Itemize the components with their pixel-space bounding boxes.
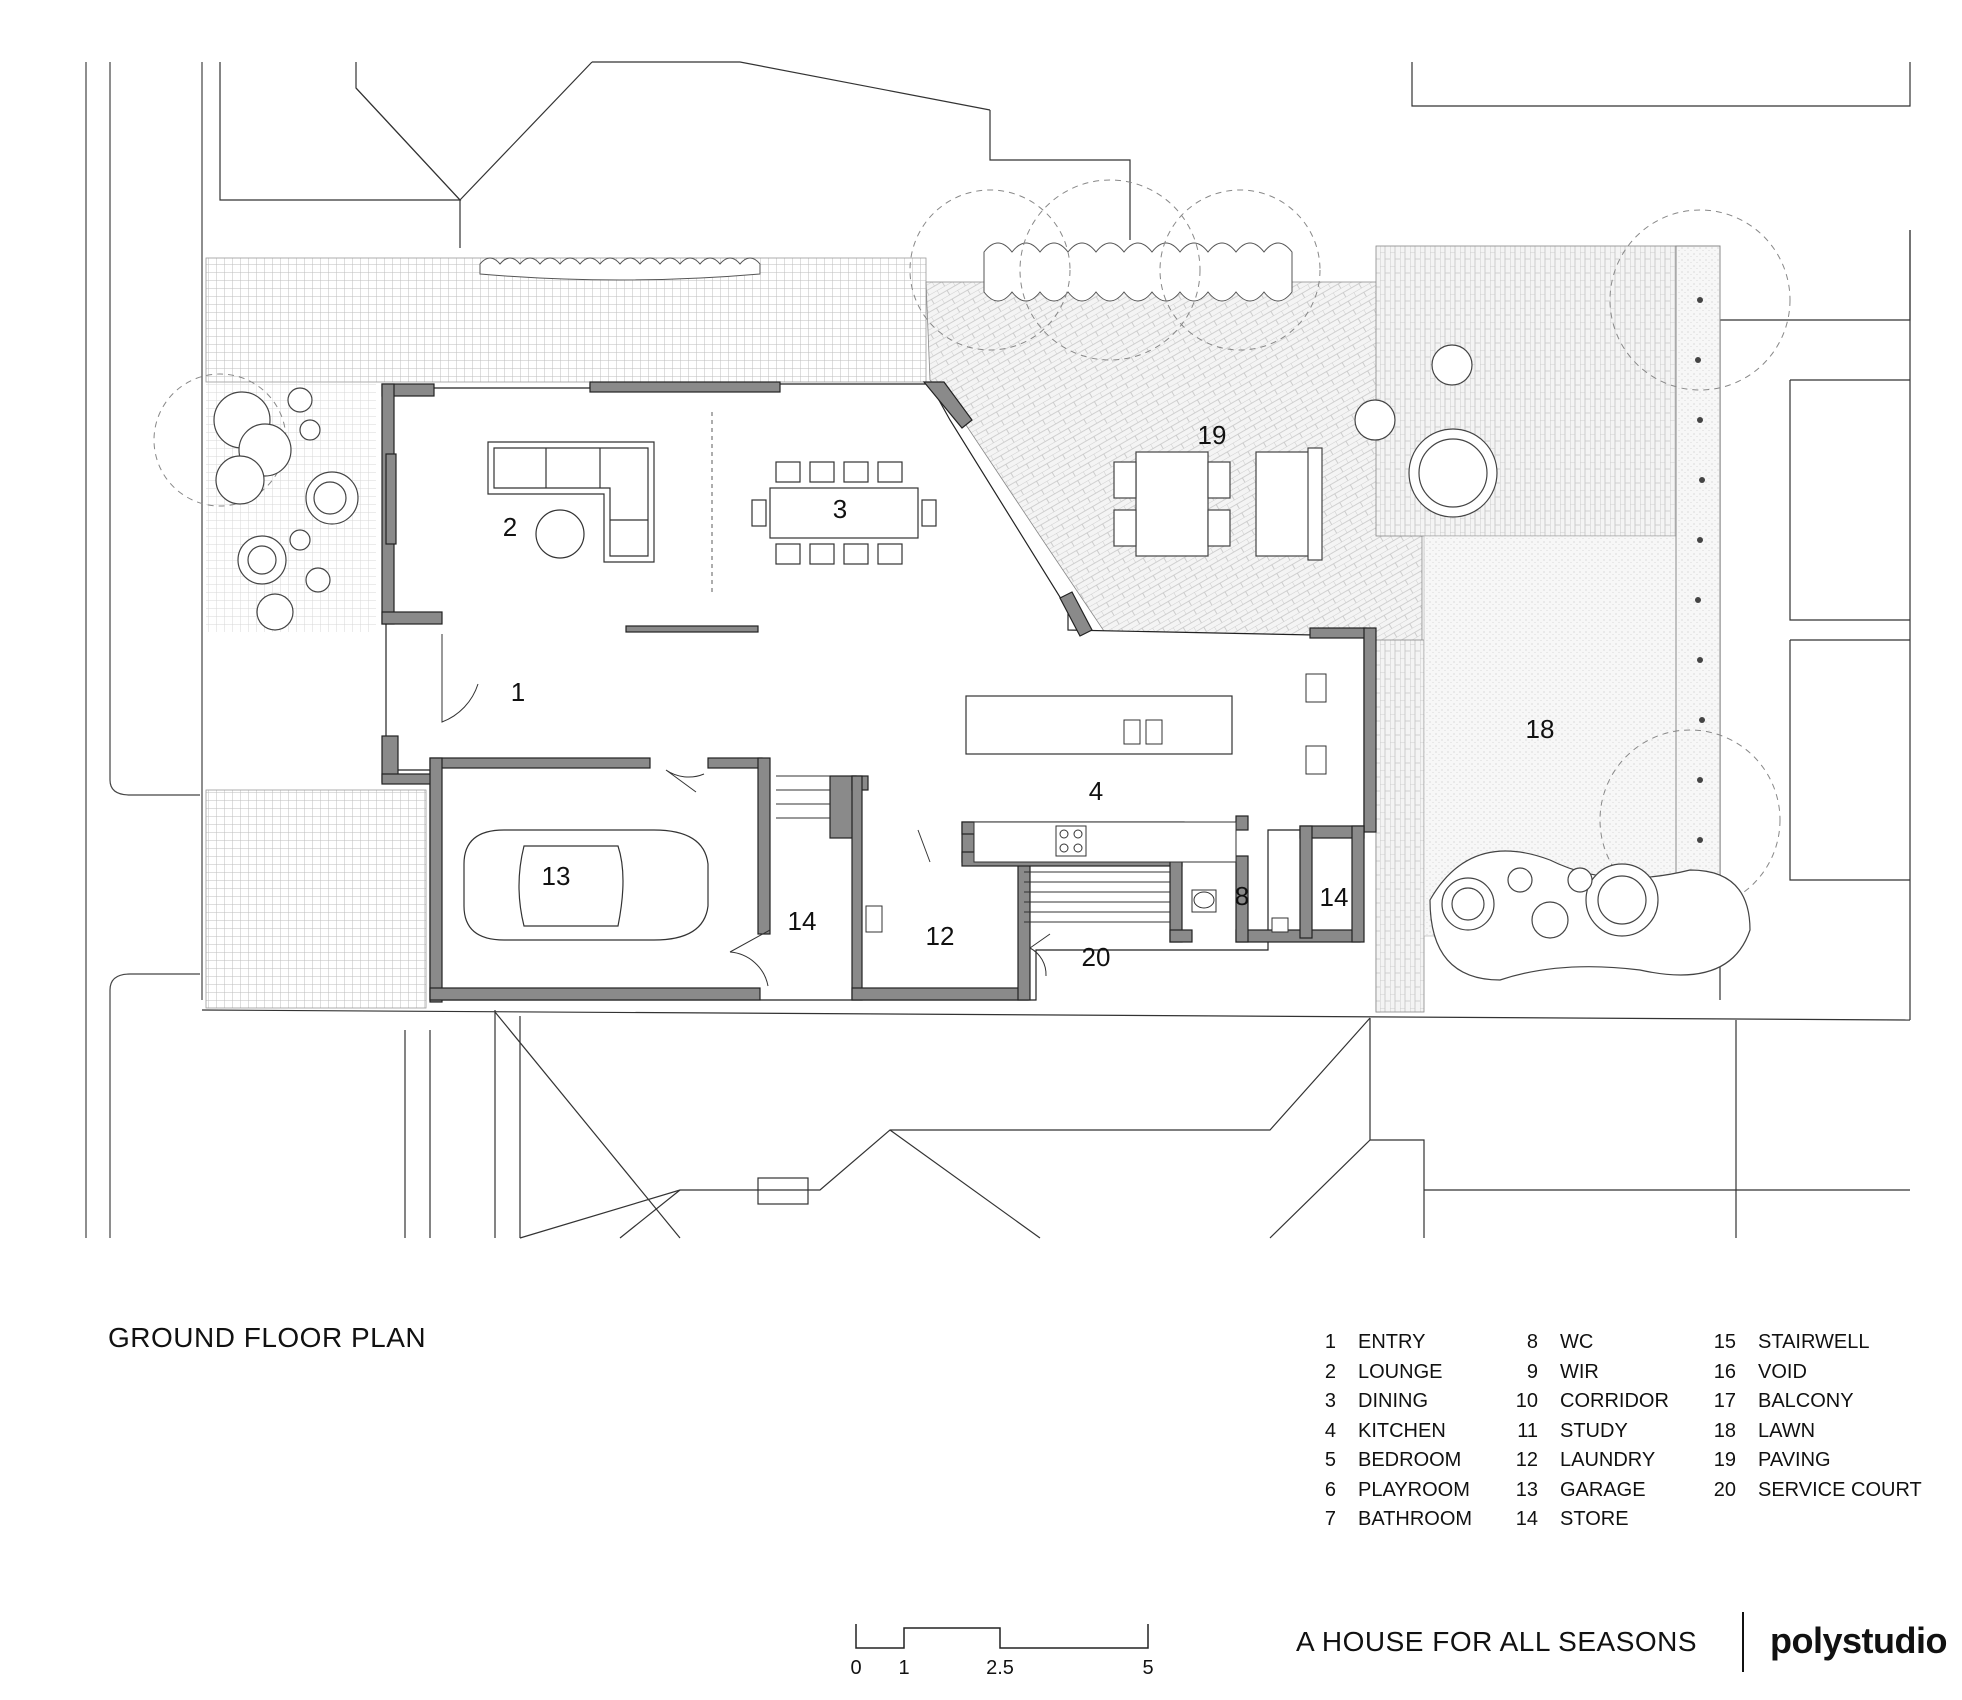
floor-plan-drawing: 1 2 3 4 8 12 13 14 14 18 19 20 (85, 61, 1911, 1239)
room-label-service-court: 20 (1082, 942, 1111, 972)
bar-stools (1305, 673, 1327, 775)
coffee-table (535, 509, 585, 559)
stair (776, 775, 1170, 923)
boundary-hedge-east (1675, 245, 1721, 937)
walls (381, 381, 1377, 1003)
scale-tick-5: 5 (1142, 1657, 1153, 1679)
hedge-north (479, 242, 1293, 302)
room-label-lounge: 2 (503, 512, 517, 542)
room-label-dining: 3 (833, 494, 847, 524)
front-paving-south (205, 789, 427, 1009)
room-label-store-1: 14 (788, 906, 817, 936)
room-label-lawn: 18 (1526, 714, 1555, 744)
neighbour-house-south (201, 1009, 1911, 1239)
scale-bar: 0 1 2.5 5 (850, 1624, 1154, 1679)
room-label-wc: 8 (1235, 881, 1249, 911)
car (463, 829, 709, 941)
room-label-laundry: 12 (926, 921, 955, 951)
plan-title: GROUND FLOOR PLAN (108, 1322, 427, 1353)
dining-table (751, 461, 937, 565)
scale-tick-1: 1 (898, 1657, 909, 1679)
outdoor-dining-set (1113, 447, 1323, 561)
scale-tick-0: 0 (850, 1657, 861, 1679)
neighbour-house-north (219, 61, 1911, 248)
shrubs-front-garden (213, 387, 359, 631)
kitchen-island (965, 695, 1233, 755)
shrubs-lawn (1354, 344, 1751, 981)
sink (1123, 719, 1163, 745)
hedge-east-dots (1695, 297, 1705, 843)
neighbour-house-east (1719, 230, 1911, 1020)
doors (441, 634, 1051, 987)
wc-fixtures (865, 889, 1289, 933)
project-title: A HOUSE FOR ALL SEASONS (1296, 1626, 1698, 1657)
title-divider (1742, 1612, 1744, 1672)
room-label-garage: 13 (542, 861, 571, 891)
room-label-kitchen: 4 (1089, 776, 1103, 806)
side-path-east (1375, 639, 1425, 1013)
scale-tick-2-5: 2.5 (986, 1657, 1014, 1679)
street-boundary (85, 62, 203, 1238)
cooktop (1055, 825, 1087, 857)
lounge-sofa (487, 441, 655, 563)
room-label-entry: 1 (511, 677, 525, 707)
room-label-paving: 19 (1198, 420, 1227, 450)
room-label-store-2: 14 (1320, 882, 1349, 912)
kitchen-bench (973, 821, 1237, 863)
brand-logo: polystudio (1770, 1620, 1948, 1661)
